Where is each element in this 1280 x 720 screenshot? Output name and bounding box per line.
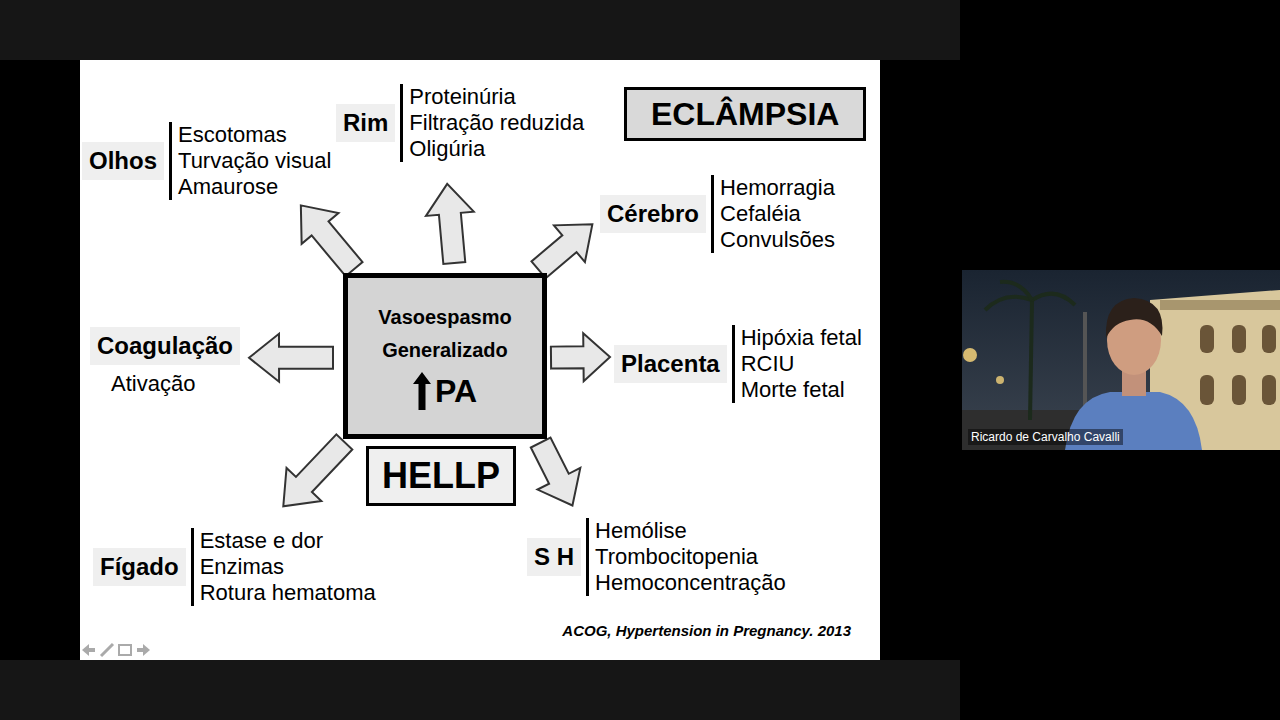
organ-group: CérebroHemorragiaCefaléiaConvulsões: [600, 175, 835, 253]
effect-item: Hemólise: [595, 518, 786, 544]
effect-item: Convulsões: [720, 227, 835, 253]
nav-arrow-left: [89, 648, 95, 652]
bracket-list: Hipóxia fetalRCIUMorte fetal: [732, 325, 862, 403]
organ-heading: Fígado: [93, 548, 186, 586]
bottom-band: [0, 660, 960, 720]
top-band: [0, 0, 960, 60]
effect-item: Hemorragia: [720, 175, 835, 201]
street-light: [963, 348, 977, 362]
bracket-list: HemóliseTrombocitopeniaHemoconcentração: [586, 518, 786, 596]
up-arrow-symbol: [413, 372, 431, 410]
effect-item: Escotomas: [178, 122, 331, 148]
effect-item: Hemoconcentração: [595, 570, 786, 596]
block-arrow: [301, 205, 363, 276]
central-box: Vasoespasmo Generalizado PA: [343, 273, 547, 439]
effect-item: Morte fetal: [741, 377, 862, 403]
nav-arrow-right: [137, 648, 143, 652]
effect-item: Enzimas: [200, 554, 376, 580]
organ-heading: Cérebro: [600, 195, 706, 233]
organ-group: S HHemóliseTrombocitopeniaHemoconcentraç…: [527, 518, 786, 596]
organ-group: PlacentaHipóxia fetalRCIUMorte fetal: [614, 325, 862, 403]
effect-item: Trombocitopenia: [595, 544, 786, 570]
syndrome-name: HELLP: [382, 454, 500, 498]
citation: ACOG, Hypertension in Pregnancy. 2013: [562, 622, 851, 639]
effect-item: Estase e dor: [200, 528, 376, 554]
palm-tree: [985, 282, 1075, 420]
effect-item: RCIU: [741, 351, 862, 377]
nav-pencil: [101, 644, 113, 656]
effect-item: Rotura hematoma: [200, 580, 376, 606]
effect-item: Filtração reduzida: [409, 110, 584, 136]
syndrome-box: ECLÂMPSIA: [624, 87, 866, 141]
bracket-list: HemorragiaCefaléiaConvulsões: [711, 175, 835, 253]
organ-group: RimProteinúriaFiltração reduzidaOligúria: [336, 84, 584, 162]
street-light: [996, 376, 1004, 384]
nav-menu: [119, 645, 131, 655]
building-windows: [1200, 325, 1276, 405]
webcam-sky: [962, 270, 1280, 450]
effect-item: Ativação: [111, 371, 240, 397]
effect-item: Hipóxia fetal: [741, 325, 862, 351]
block-arrow: [283, 434, 352, 506]
bracket-list: ProteinúriaFiltração reduzidaOligúria: [400, 84, 584, 162]
block-arrow: [531, 224, 592, 278]
pressure-label: PA: [435, 371, 477, 411]
organ-heading: Coagulação: [90, 327, 240, 365]
organ-heading: S H: [527, 538, 581, 576]
organ-heading: Placenta: [614, 345, 727, 383]
nav-arrow-left: [82, 644, 89, 656]
block-arrow: [531, 438, 581, 506]
slide-nav-icons: [82, 644, 150, 656]
syndrome-box: HELLP: [366, 446, 516, 506]
central-title: Vasoespasmo Generalizado: [370, 301, 520, 367]
organ-group: OlhosEscotomasTurvação visualAmaurose: [82, 122, 331, 200]
person-hair: [1106, 298, 1163, 338]
pressure-row: PA: [413, 371, 477, 411]
up-arrow-symbol: [413, 372, 431, 410]
participant-name: Ricardo de Carvalho Cavalli: [968, 429, 1123, 445]
organ-group: CoagulaçãoAtivação: [90, 327, 240, 397]
block-arrow: [426, 184, 474, 264]
syndrome-name: ECLÂMPSIA: [651, 94, 839, 134]
webcam-view: [962, 270, 1280, 450]
effect-item: Oligúria: [409, 136, 584, 162]
bracket-list: Estase e dorEnzimasRotura hematoma: [191, 528, 376, 606]
bracket-list: EscotomasTurvação visualAmaurose: [169, 122, 331, 200]
organ-heading: Rim: [336, 104, 395, 142]
organ-heading: Olhos: [82, 142, 164, 180]
effect-item: Proteinúria: [409, 84, 584, 110]
nav-arrow-right: [143, 644, 150, 656]
block-arrow: [249, 334, 333, 382]
block-arrow: [551, 333, 610, 381]
effect-item: Turvação visual: [178, 148, 331, 174]
organ-group: FígadoEstase e dorEnzimasRotura hematoma: [93, 528, 376, 606]
effect-item: Amaurose: [178, 174, 331, 200]
slide-page: [80, 60, 880, 660]
building-cornice: [1160, 300, 1280, 310]
effect-item: Cefaléia: [720, 201, 835, 227]
